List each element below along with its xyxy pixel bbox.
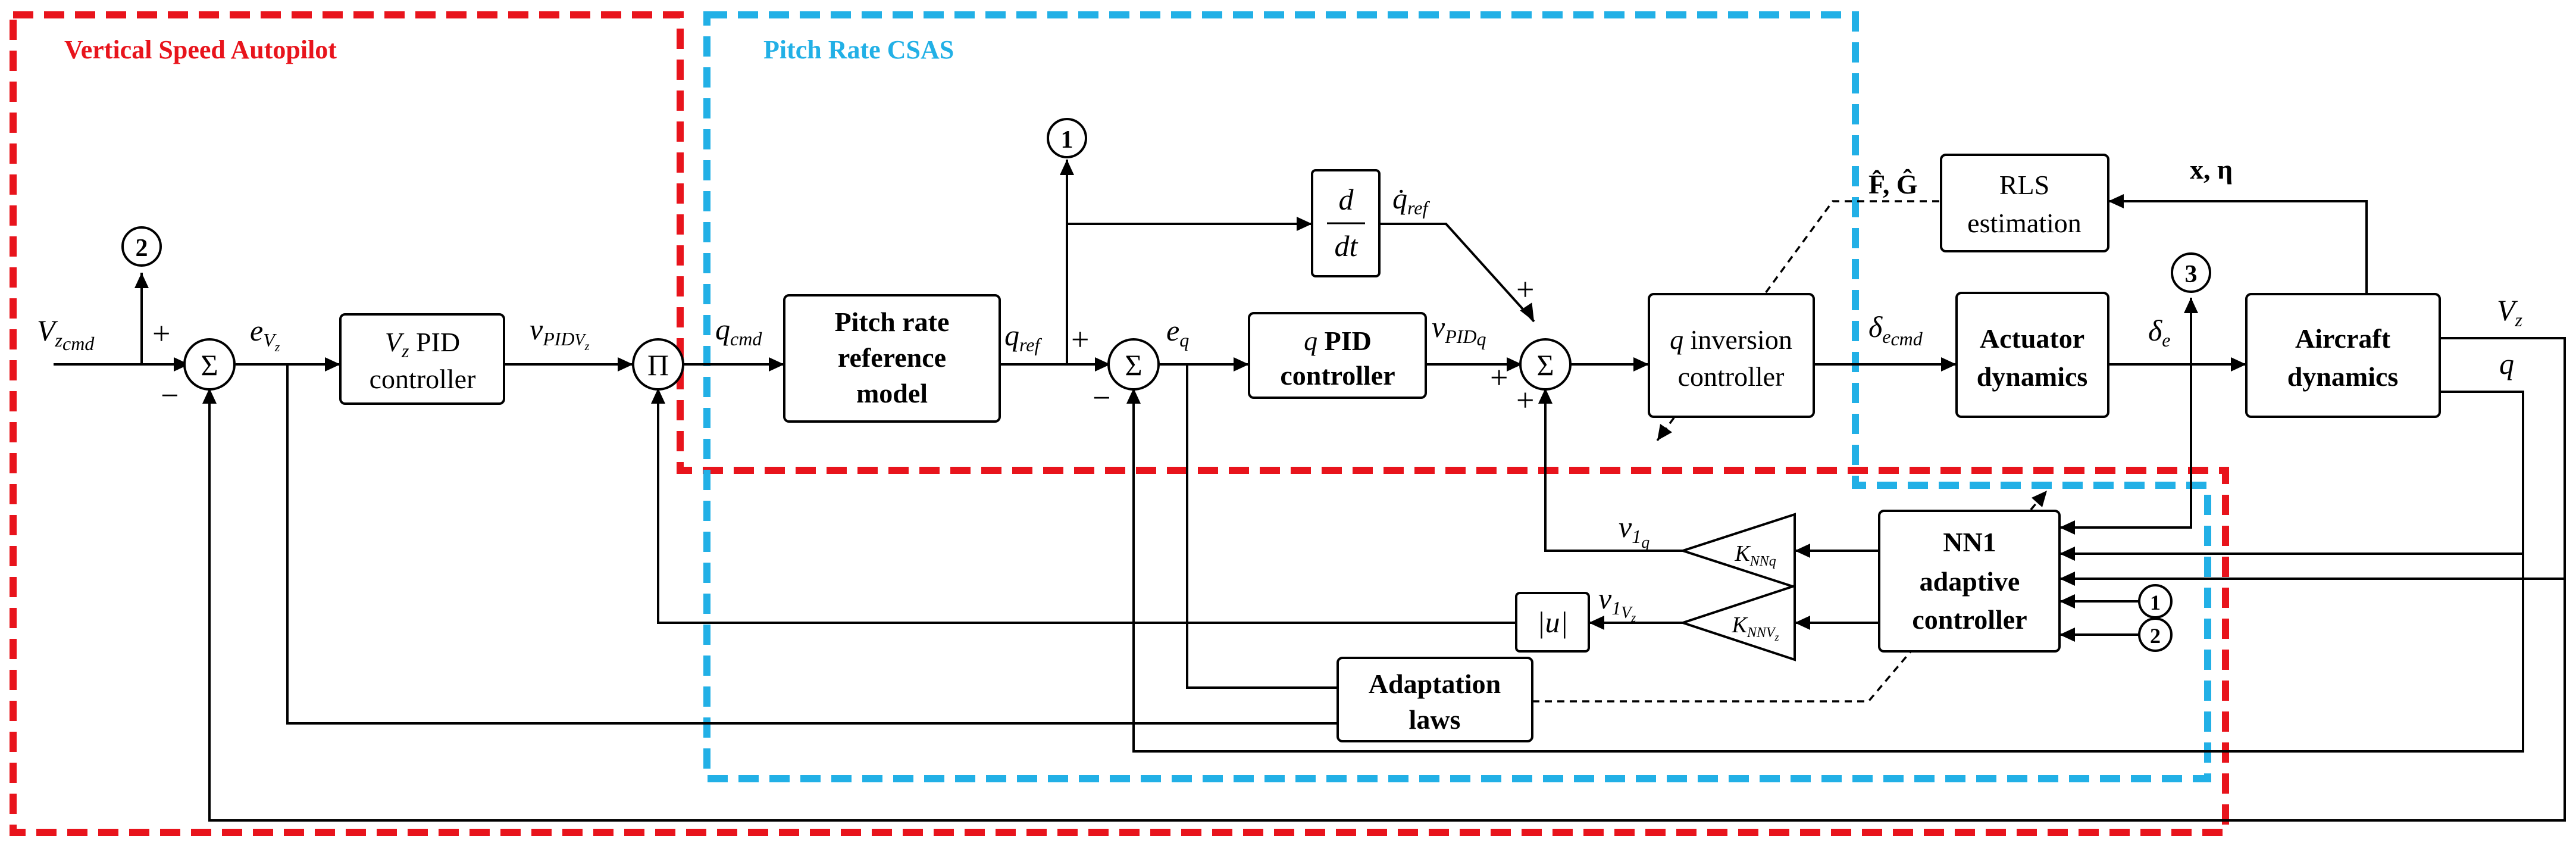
- sign-plus-v1q: +: [1516, 382, 1534, 418]
- svg-text:Π: Π: [647, 348, 669, 382]
- svg-text:1: 1: [2150, 591, 2161, 614]
- svg-text:2: 2: [136, 235, 148, 262]
- svg-text:Actuator: Actuator: [1980, 323, 2084, 354]
- derivative-block: d dt: [1311, 169, 1381, 277]
- svg-text:2: 2: [2150, 624, 2161, 648]
- signal-wires: [54, 160, 2566, 822]
- svg-text:controller: controller: [370, 364, 476, 394]
- label-q-output: q: [2499, 347, 2514, 380]
- svg-text:KNNq: KNNq: [1734, 541, 1776, 569]
- svg-text:KNNVz: KNNVz: [1731, 613, 1779, 643]
- label-f-g-hat: F̂, Ĝ: [1868, 168, 1918, 199]
- svg-text:dynamics: dynamics: [1977, 361, 2088, 392]
- label-vz-cmd: Vzcmd: [37, 314, 95, 354]
- label-v-pid-q: νPIDq: [1432, 310, 1486, 349]
- aircraft-dynamics-block: Aircraft dynamics: [2245, 293, 2441, 418]
- autopilot-dashed-border: [10, 11, 2229, 836]
- abs-block: |u|: [1515, 592, 1590, 653]
- vz-pid-controller-block: Vz PID controller: [339, 313, 505, 405]
- svg-text:dt: dt: [1335, 229, 1359, 263]
- svg-text:Vz PID: Vz PID: [385, 327, 460, 361]
- svg-text:q PID: q PID: [1304, 326, 1372, 356]
- rls-estimation-block: RLS estimation: [1940, 154, 2109, 252]
- svg-text:estimation: estimation: [1967, 208, 2082, 238]
- svg-text:Σ: Σ: [1536, 348, 1554, 382]
- svg-text:adaptive: adaptive: [1920, 566, 2020, 597]
- svg-text:Σ: Σ: [1125, 348, 1142, 382]
- label-q-cmd: qcmd: [715, 313, 762, 349]
- svg-text:dynamics: dynamics: [2287, 361, 2399, 392]
- connector-1-top: 1: [1047, 118, 1087, 158]
- q-pid-controller-block: q PID controller: [1248, 312, 1427, 399]
- svg-text:3: 3: [2185, 261, 2198, 288]
- label-v-pid-vz: νPIDVz: [530, 313, 590, 353]
- label-delta-e: δe: [2148, 314, 2170, 351]
- label-e-q: eq: [1166, 314, 1189, 351]
- label-e-vz: eVz: [250, 314, 280, 354]
- product-junction: Π: [632, 338, 684, 391]
- autopilot-region-label: Vertical Speed Autopilot: [64, 35, 337, 64]
- connector-2-input: 2: [2138, 617, 2173, 652]
- svg-text:1: 1: [1061, 126, 1073, 154]
- svg-text:q inversion: q inversion: [1670, 324, 1792, 355]
- label-x-eta: x, η: [2190, 154, 2233, 185]
- label-delta-e-cmd: δecmd: [1868, 310, 1923, 349]
- connector-2-top: 2: [121, 226, 162, 267]
- label-q-dot-ref: q̇ref: [1392, 182, 1430, 219]
- nn1-adaptive-controller-block: NN1 adaptive controller: [1878, 510, 2061, 653]
- svg-text:RLS: RLS: [1999, 170, 2049, 200]
- pitch-rate-reference-model-block: Pitch rate reference model: [783, 294, 1001, 423]
- label-vz-output: Vz: [2497, 294, 2523, 330]
- svg-text:NN1: NN1: [1943, 527, 1996, 557]
- svg-text:|u|: |u|: [1537, 605, 1569, 639]
- svg-text:Adaptation: Adaptation: [1369, 669, 1501, 699]
- svg-text:laws: laws: [1409, 704, 1461, 735]
- svg-text:d: d: [1339, 183, 1354, 216]
- label-v1-q: ν1q: [1619, 510, 1649, 552]
- svg-text:controller: controller: [1912, 604, 2027, 635]
- q-inversion-controller-block: q inversion controller: [1648, 293, 1815, 418]
- sum-junction-q: Σ: [1107, 338, 1160, 391]
- sign-minus-q-feedback: −: [1093, 380, 1110, 416]
- adaptation-laws-block: Adaptation laws: [1336, 657, 1533, 742]
- sign-plus-q-dot: +: [1516, 271, 1534, 307]
- connector-1-input: 1: [2138, 584, 2173, 619]
- sum-junction-vz: Σ: [183, 338, 236, 391]
- svg-text:reference: reference: [838, 342, 946, 373]
- svg-text:controller: controller: [1678, 361, 1785, 392]
- csas-region-label: Pitch Rate CSAS: [763, 35, 954, 64]
- svg-text:model: model: [856, 378, 928, 408]
- svg-text:Aircraft: Aircraft: [2295, 323, 2391, 354]
- wire-arrowheads: [134, 160, 2246, 642]
- sum-junction-inversion: Σ: [1519, 338, 1572, 391]
- svg-text:controller: controller: [1280, 360, 1395, 391]
- gain-knn-vz-block: KNNVz: [1679, 584, 1796, 661]
- sign-minus-vz-feedback: −: [161, 377, 179, 413]
- csas-dashed-border: [703, 11, 2211, 782]
- sign-plus-q-ref: +: [1071, 322, 1089, 357]
- connector-3-top: 3: [2171, 252, 2211, 293]
- gain-knn-q-block: KNNq: [1679, 513, 1796, 589]
- svg-text:Σ: Σ: [201, 348, 218, 382]
- label-q-ref: qref: [1004, 319, 1042, 355]
- actuator-dynamics-block: Actuator dynamics: [1955, 292, 2109, 418]
- label-v1-vz: ν1Vz: [1598, 582, 1636, 625]
- svg-text:Pitch rate: Pitch rate: [835, 307, 950, 337]
- sign-plus-vz-cmd: +: [152, 316, 170, 351]
- sign-plus-pid-q: +: [1490, 360, 1508, 395]
